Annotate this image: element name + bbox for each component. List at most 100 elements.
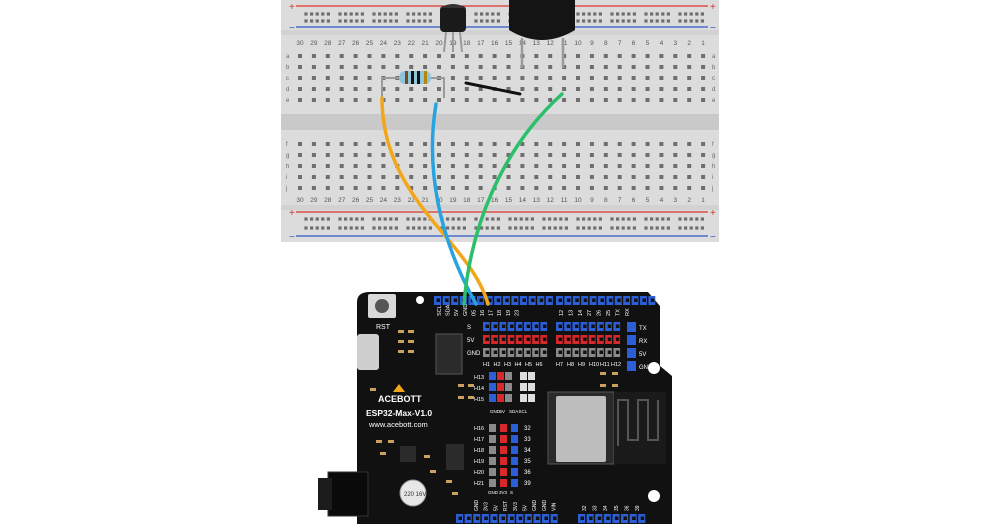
column-number: 22 xyxy=(408,40,416,47)
breadboard-hole xyxy=(450,186,455,190)
pin[interactable] xyxy=(511,446,518,454)
i2c-pin[interactable] xyxy=(528,383,535,391)
top-header-left-pin-hole xyxy=(445,298,449,302)
column-number: 13 xyxy=(533,40,541,47)
breadboard-hole xyxy=(617,87,622,91)
ground-pin-hole xyxy=(534,350,539,354)
pin[interactable] xyxy=(511,435,518,443)
pin[interactable] xyxy=(500,468,507,476)
pin[interactable] xyxy=(500,424,507,432)
pin[interactable] xyxy=(489,424,496,432)
breadboard-hole xyxy=(534,87,539,91)
rail-hole xyxy=(678,12,682,16)
pin[interactable] xyxy=(505,372,512,380)
rail-hole xyxy=(519,217,523,221)
breadboard-hole xyxy=(701,164,706,168)
breadboard-hole xyxy=(645,65,650,69)
breadboard-hole xyxy=(520,153,525,157)
breadboard-hole xyxy=(603,54,608,58)
h-pin-label: H5 xyxy=(525,362,532,368)
breadboard-hole xyxy=(423,175,428,179)
rail-hole xyxy=(621,217,625,221)
rail-hole xyxy=(423,226,427,230)
i2c-pin[interactable] xyxy=(520,394,527,402)
rail-hole xyxy=(326,226,330,230)
h-pin-label: H10 xyxy=(589,362,599,368)
breadboard-hole xyxy=(395,142,400,146)
pin[interactable] xyxy=(497,383,504,391)
top-header-label: 18 xyxy=(497,310,503,316)
pin[interactable] xyxy=(489,446,496,454)
pin[interactable] xyxy=(489,394,496,402)
breadboard-hole xyxy=(367,153,372,157)
i2c-pin[interactable] xyxy=(528,394,535,402)
breadboard-hole xyxy=(589,76,594,80)
rail-hole xyxy=(383,19,387,23)
breadboard-hole xyxy=(478,98,483,102)
column-number: 2 xyxy=(687,197,691,204)
pin[interactable] xyxy=(497,372,504,380)
i2c-pin[interactable] xyxy=(520,372,527,380)
pin[interactable] xyxy=(505,383,512,391)
breadboard-hole xyxy=(645,98,650,102)
rail-hole xyxy=(378,226,382,230)
breadboard-hole xyxy=(631,186,636,190)
rail-hole xyxy=(480,226,484,230)
pin[interactable] xyxy=(500,479,507,487)
rail-hole xyxy=(593,19,597,23)
side-header-pin[interactable] xyxy=(627,335,636,345)
pin[interactable] xyxy=(489,457,496,465)
pin[interactable] xyxy=(489,435,496,443)
row-letter: d xyxy=(286,87,289,93)
pin[interactable] xyxy=(511,424,518,432)
top-header-label: 12 xyxy=(559,310,565,316)
breadboard-hole xyxy=(325,87,330,91)
row-letter: j xyxy=(711,186,713,192)
column-number: 8 xyxy=(604,40,608,47)
breadboard-hole xyxy=(589,164,594,168)
pin[interactable] xyxy=(511,479,518,487)
pin[interactable] xyxy=(497,394,504,402)
pin[interactable] xyxy=(489,479,496,487)
bottom-header-left-pin-hole xyxy=(484,516,488,520)
rail-hole xyxy=(508,226,512,230)
rail-hole xyxy=(480,19,484,23)
rail-hole xyxy=(610,12,614,16)
smd-component xyxy=(424,455,430,458)
breadboard-hole xyxy=(589,153,594,157)
pin[interactable] xyxy=(511,468,518,476)
h-pin-label: H7 xyxy=(556,362,563,368)
column-number: 1 xyxy=(701,40,705,47)
row-letter: a xyxy=(712,54,716,60)
pin[interactable] xyxy=(489,383,496,391)
breadboard-rail-divider-top xyxy=(281,30,719,35)
breadboard-hole xyxy=(520,186,525,190)
side-header-pin[interactable] xyxy=(627,361,636,371)
i2c-pin[interactable] xyxy=(520,383,527,391)
bottom-header-label: 32 xyxy=(582,505,588,511)
pin[interactable] xyxy=(489,372,496,380)
breadboard-hole xyxy=(589,87,594,91)
pin[interactable] xyxy=(500,446,507,454)
breadboard-hole xyxy=(339,142,344,146)
i2c-pin[interactable] xyxy=(528,372,535,380)
bottom-header-label: 39 xyxy=(635,505,641,511)
pin[interactable] xyxy=(511,457,518,465)
top-header-label: 25 xyxy=(606,310,612,316)
pin[interactable] xyxy=(489,468,496,476)
side-header-pin[interactable] xyxy=(627,348,636,358)
pin[interactable] xyxy=(500,457,507,465)
breadboard-hole xyxy=(548,175,553,179)
pin[interactable] xyxy=(505,394,512,402)
breadboard-hole xyxy=(506,175,511,179)
bottom-header-left-pin-hole xyxy=(475,516,480,520)
bottom-header-left-pin-hole xyxy=(553,516,557,520)
rail-hole xyxy=(496,226,500,230)
breadboard-hole xyxy=(506,153,511,157)
side-header-pin[interactable] xyxy=(627,322,636,332)
breadboard-hole xyxy=(437,87,441,91)
small-label: 5V xyxy=(500,409,506,414)
h-pin-label: H1 xyxy=(483,362,490,368)
pin[interactable] xyxy=(500,435,507,443)
dc-power-jack xyxy=(327,471,369,517)
